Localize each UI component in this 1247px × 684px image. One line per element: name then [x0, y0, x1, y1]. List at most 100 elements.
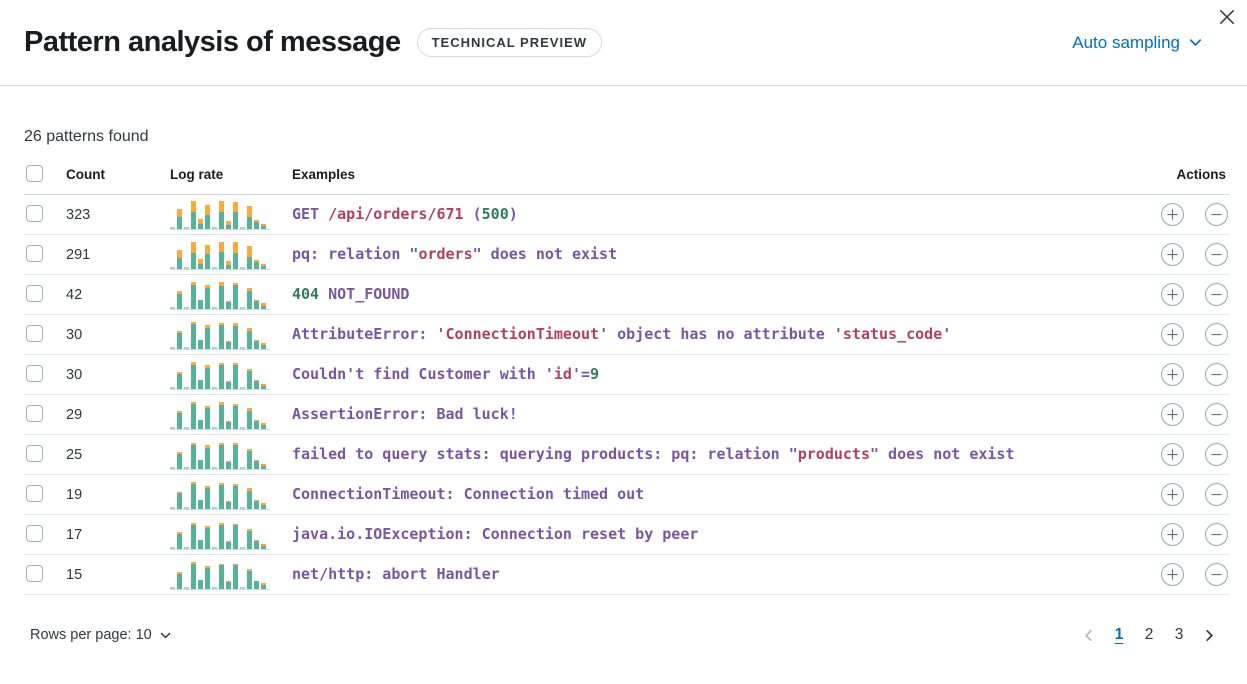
filter-for-pattern-button[interactable]	[1160, 202, 1184, 226]
example-text: AssertionError: Bad luck!	[292, 405, 518, 423]
table-row: 25 failed to query stats: querying produ…	[24, 434, 1230, 475]
example-text: 404 NOT_FOUND	[292, 285, 410, 303]
row-checkbox[interactable]	[26, 564, 43, 582]
next-page-button[interactable]	[1196, 626, 1223, 645]
minus-circle-icon	[1211, 493, 1222, 495]
page-title: Pattern analysis of message	[24, 26, 401, 58]
example-text: ConnectionTimeout: Connection timed out	[292, 485, 645, 503]
table-row: 42 404 NOT_FOUND	[24, 274, 1230, 315]
log-rate-chart	[170, 440, 270, 470]
row-count: 30	[66, 354, 170, 395]
filter-for-pattern-button[interactable]	[1160, 282, 1184, 306]
log-rate-chart	[170, 200, 270, 230]
plus-circle-icon	[1166, 568, 1178, 580]
filter-for-pattern-button[interactable]	[1160, 562, 1184, 586]
patterns-found-count: 26 patterns found	[24, 128, 149, 145]
column-header-actions: Actions	[1135, 158, 1230, 195]
column-header-count: Count	[66, 158, 170, 195]
example-text: AttributeError: 'ConnectionTimeout' obje…	[292, 325, 952, 343]
example-text: pq: relation "orders" does not exist	[292, 245, 618, 263]
filter-for-pattern-button[interactable]	[1160, 482, 1184, 506]
plus-circle-icon	[1166, 488, 1178, 500]
row-count: 19	[66, 474, 170, 515]
filter-out-pattern-button[interactable]	[1205, 322, 1228, 346]
page-button-2[interactable]: 2	[1136, 622, 1162, 648]
log-rate-chart	[170, 520, 270, 550]
page-button-3[interactable]: 3	[1166, 622, 1192, 648]
chevron-left-icon	[1085, 629, 1092, 641]
minus-circle-icon	[1211, 333, 1222, 335]
row-checkbox[interactable]	[26, 244, 43, 262]
row-checkbox[interactable]	[26, 324, 43, 342]
row-checkbox[interactable]	[26, 484, 43, 502]
row-checkbox[interactable]	[26, 364, 43, 382]
minus-circle-icon	[1211, 213, 1222, 215]
filter-for-pattern-button[interactable]	[1160, 322, 1184, 346]
log-rate-chart	[170, 320, 270, 350]
log-rate-chart	[170, 400, 270, 430]
minus-circle-icon	[1211, 253, 1222, 255]
filter-out-pattern-button[interactable]	[1205, 202, 1228, 226]
table-header-row: Count Log rate Examples Actions	[24, 158, 1230, 195]
close-icon	[1220, 10, 1234, 24]
technical-preview-badge: TECHNICAL PREVIEW	[416, 28, 603, 57]
table-row: 15 net/http: abort Handler	[24, 554, 1230, 595]
table-row: 30 Couldn't find Customer with 'id'=9	[24, 354, 1230, 395]
row-count: 25	[66, 434, 170, 475]
row-checkbox[interactable]	[26, 524, 43, 542]
row-count: 29	[66, 394, 170, 435]
row-count: 17	[66, 514, 170, 555]
example-text: GET /api/orders/671 (500)	[292, 205, 518, 223]
row-checkbox[interactable]	[26, 204, 43, 222]
row-checkbox[interactable]	[26, 404, 43, 422]
table-row: 291 pq: relation "orders" does not exist	[24, 234, 1230, 275]
filter-out-pattern-button[interactable]	[1205, 562, 1228, 586]
filter-out-pattern-button[interactable]	[1205, 282, 1228, 306]
row-checkbox[interactable]	[26, 444, 43, 462]
row-checkbox[interactable]	[26, 284, 43, 302]
table-row: 323 GET /api/orders/671 (500)	[24, 194, 1230, 235]
row-count: 291	[66, 234, 170, 275]
filter-for-pattern-button[interactable]	[1160, 402, 1184, 426]
table-row: 17 java.io.IOException: Connection reset…	[24, 514, 1230, 555]
plus-circle-icon	[1166, 528, 1178, 540]
filter-for-pattern-button[interactable]	[1160, 242, 1184, 266]
chevron-down-icon	[160, 632, 171, 638]
column-header-log-rate: Log rate	[170, 158, 292, 195]
flyout-header: Pattern analysis of message TECHNICAL PR…	[0, 0, 1247, 86]
filter-for-pattern-button[interactable]	[1160, 362, 1184, 386]
example-text: net/http: abort Handler	[292, 565, 500, 583]
example-text: java.io.IOException: Connection reset by…	[292, 525, 699, 543]
filter-out-pattern-button[interactable]	[1205, 242, 1228, 266]
log-rate-chart	[170, 360, 270, 390]
sampling-dropdown[interactable]: Auto sampling	[1066, 32, 1209, 54]
example-text: failed to query stats: querying products…	[292, 445, 1015, 463]
filter-out-pattern-button[interactable]	[1205, 362, 1228, 386]
previous-page-button[interactable]	[1075, 626, 1102, 645]
row-count: 15	[66, 554, 170, 595]
page-button-1[interactable]: 1	[1106, 622, 1132, 648]
filter-out-pattern-button[interactable]	[1205, 522, 1228, 546]
minus-circle-icon	[1211, 453, 1222, 455]
plus-circle-icon	[1166, 208, 1178, 220]
filter-out-pattern-button[interactable]	[1205, 402, 1228, 426]
close-button[interactable]	[1213, 4, 1241, 32]
table-row: 19 ConnectionTimeout: Connection timed o…	[24, 474, 1230, 515]
chevron-right-icon	[1206, 629, 1213, 641]
filter-out-pattern-button[interactable]	[1205, 442, 1228, 466]
filter-for-pattern-button[interactable]	[1160, 522, 1184, 546]
pattern-analysis-panel: 26 patterns found Count Log rate Example…	[0, 128, 1247, 595]
plus-circle-icon	[1166, 368, 1178, 380]
filter-for-pattern-button[interactable]	[1160, 442, 1184, 466]
select-all-checkbox[interactable]	[26, 165, 43, 182]
table-body: 323 GET /api/orders/671 (500) 291 pq: re…	[24, 194, 1230, 595]
log-rate-chart	[170, 480, 270, 510]
sampling-label: Auto sampling	[1072, 32, 1180, 52]
minus-circle-icon	[1211, 413, 1222, 415]
plus-circle-icon	[1166, 328, 1178, 340]
filter-out-pattern-button[interactable]	[1205, 482, 1228, 506]
plus-circle-icon	[1166, 248, 1178, 260]
rows-per-page-button[interactable]: Rows per page: 10	[24, 626, 178, 644]
